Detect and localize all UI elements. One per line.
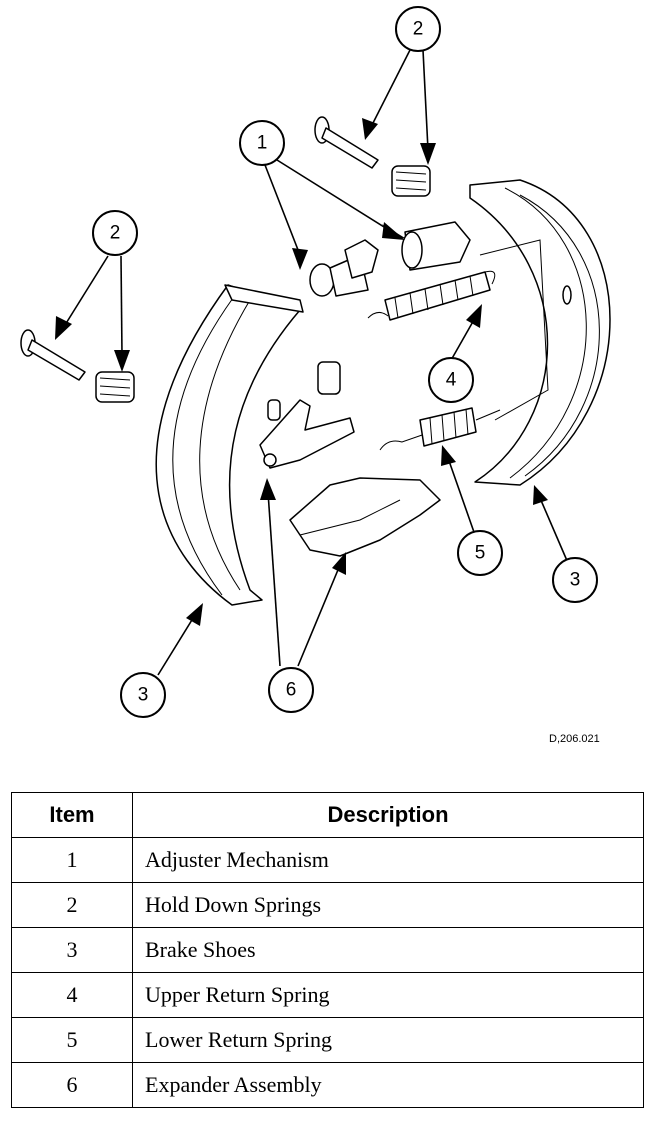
item-description: Adjuster Mechanism <box>132 837 644 883</box>
item-description: Expander Assembly <box>132 1062 644 1108</box>
hold-down-spring-top <box>314 116 431 197</box>
description-column-header: Description <box>132 792 644 838</box>
svg-text:2: 2 <box>110 223 121 244</box>
expander-assembly <box>259 361 441 557</box>
hold-down-spring-left <box>20 329 135 403</box>
item-description: Hold Down Springs <box>132 882 644 928</box>
figure-code: D,206.021 <box>549 733 600 745</box>
table-header-row: Item Description <box>11 792 644 838</box>
table-row: 1 Adjuster Mechanism <box>11 837 644 883</box>
adjuster-mechanism <box>309 221 471 297</box>
callout-3-left: 3 <box>120 672 166 718</box>
item-description: Upper Return Spring <box>132 972 644 1018</box>
right-brake-shoe <box>469 179 611 486</box>
callout-2-top: 2 <box>395 6 441 52</box>
table-row: 5 Lower Return Spring <box>11 1017 644 1063</box>
leader-lines <box>55 49 569 676</box>
svg-text:6: 6 <box>286 680 297 701</box>
callout-5: 5 <box>457 530 503 576</box>
item-number: 5 <box>11 1017 133 1063</box>
lower-return-spring <box>379 407 501 451</box>
table-row: 3 Brake Shoes <box>11 927 644 973</box>
svg-text:4: 4 <box>446 370 457 391</box>
svg-text:3: 3 <box>138 685 149 706</box>
left-brake-shoe <box>155 284 304 606</box>
svg-text:1: 1 <box>257 133 268 154</box>
item-number: 3 <box>11 927 133 973</box>
item-column-header: Item <box>11 792 133 838</box>
item-description: Brake Shoes <box>132 927 644 973</box>
table-row: 6 Expander Assembly <box>11 1062 644 1108</box>
svg-text:3: 3 <box>570 570 581 591</box>
table-row: 4 Upper Return Spring <box>11 972 644 1018</box>
item-number: 4 <box>11 972 133 1018</box>
item-description: Lower Return Spring <box>132 1017 644 1063</box>
callout-3-right: 3 <box>552 557 598 603</box>
callout-4: 4 <box>428 357 474 403</box>
brake-assembly-diagram: 1 2 2 4 5 3 3 6 <box>20 6 611 718</box>
svg-text:2: 2 <box>413 19 424 40</box>
table-row: 2 Hold Down Springs <box>11 882 644 928</box>
parts-table: Item Description 1 Adjuster Mechanism 2 … <box>11 792 644 1108</box>
callout-2-left: 2 <box>92 210 138 256</box>
item-number: 1 <box>11 837 133 883</box>
svg-text:5: 5 <box>475 543 486 564</box>
item-number: 2 <box>11 882 133 928</box>
upper-return-spring <box>367 270 496 321</box>
callout-1: 1 <box>239 120 285 166</box>
item-number: 6 <box>11 1062 133 1108</box>
callout-6: 6 <box>268 667 314 713</box>
